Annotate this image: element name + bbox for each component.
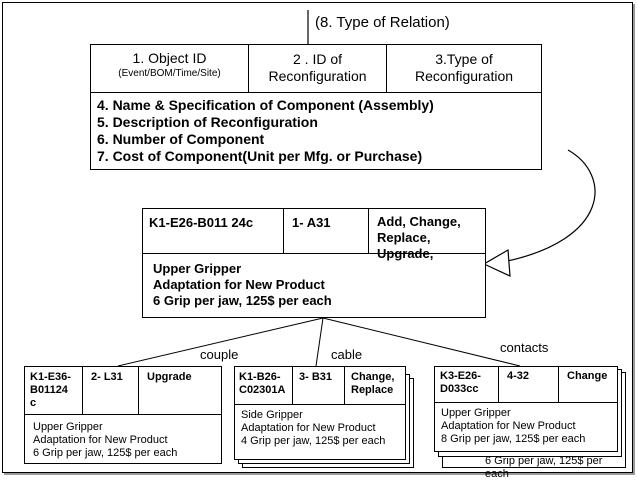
reconf-type-cell: Add, Change, Replace, Upgrade, <box>369 209 485 261</box>
component-box-cable: K1-B26- C02301A 3- B31 Change, Replace S… <box>234 366 406 460</box>
reconf-type-cell: Change <box>559 367 617 403</box>
spec-item: 7. Cost of Component(Unit per Mfg. or Pu… <box>97 148 423 164</box>
reconf-type-line2: Replace, Upgrade, <box>377 230 434 261</box>
reconf-id-cell: 1- A31 <box>284 209 369 254</box>
relation-type-label: (8. Type of Relation) <box>315 14 450 31</box>
component-id-line1: K1-E36- <box>30 371 71 383</box>
spec-item: 6. Number of Component <box>97 131 265 147</box>
stack-tail-text: 6 Grip per jaw, 125$ per each <box>485 455 603 480</box>
description-line: 4 Grip per jaw, 125$ per each <box>241 435 386 447</box>
component-id-cell: K1-B26- C02301A <box>235 367 293 405</box>
description-line: Adaptation for New Product <box>33 434 168 446</box>
component-box-main: K1-E26-B011 24c 1- A31 Add, Change, Repl… <box>142 208 486 318</box>
description-line: 6 Grip per jaw, 125$ per each <box>33 447 178 459</box>
description-line: Upper Gripper <box>153 261 242 276</box>
component-description: Side Gripper Adaptation for New Product … <box>241 409 385 448</box>
reconf-id: 4-32 <box>507 370 530 382</box>
component-box-contacts: K3-E26- D033cc 4-32 Change Upper Gripper… <box>434 366 618 452</box>
branch-line-left <box>117 317 324 367</box>
schema-box: 1. Object ID (Event/BOM/Time/Site) 2 . I… <box>90 44 542 170</box>
arrow-head-icon <box>482 248 511 277</box>
relation-label-cable: cable <box>331 347 363 362</box>
reconfiguration-type-line1: 3.Type of <box>435 51 493 67</box>
relation-label-couple: couple <box>200 347 239 362</box>
reconf-id: 2- L31 <box>91 371 123 383</box>
reconf-id-cell: 4-32 <box>499 367 559 403</box>
reconfiguration-id-line2: Reconfiguration <box>268 68 367 84</box>
reconfiguration-id-header: 2 . ID of Reconfiguration <box>249 45 387 93</box>
component-id-cell: K1-E26-B011 24c <box>143 209 284 254</box>
description-line: Side Gripper <box>241 409 303 421</box>
component-id-line2: C02301A <box>239 384 286 396</box>
component-description: Upper Gripper Adaptation for New Product… <box>153 261 332 309</box>
component-id-cell: K3-E26- D033cc <box>435 367 499 403</box>
reconf-id: 1- A31 <box>292 215 331 230</box>
object-id-title: 1. Object ID <box>132 50 207 66</box>
component-id: K1-E26-B011 24c <box>149 215 254 230</box>
reconf-type-line2: Replace <box>351 384 394 396</box>
component-description: Upper Gripper Adaptation for New Product… <box>441 407 585 446</box>
component-id-line2: D033cc <box>440 383 479 395</box>
description-line: Adaptation for New Product <box>241 422 376 434</box>
spec-item: 5. Description of Reconfiguration <box>97 114 318 130</box>
component-box-couple: K1-E36- B01124 c 2- L31 Upgrade Upper Gr… <box>24 366 222 464</box>
curved-arrow <box>502 149 596 263</box>
spec-item: 4. Name & Specification of Component (As… <box>97 97 434 113</box>
branch-line-right <box>322 317 521 367</box>
component-id-cell: K1-E36- B01124 c <box>25 367 83 415</box>
reconf-type-line1: Change <box>567 370 608 382</box>
component-description: Upper Gripper Adaptation for New Product… <box>33 421 177 460</box>
component-id-line2: B01124 <box>30 384 68 396</box>
reconf-id-cell: 2- L31 <box>83 367 139 415</box>
object-id-subtitle: (Event/BOM/Time/Site) <box>118 68 221 79</box>
description-line: Adaptation for New Product <box>153 277 325 292</box>
reconfiguration-type-header: 3.Type of Reconfiguration <box>387 45 541 93</box>
reconf-type-line1: Add, Change, <box>377 214 461 229</box>
branch-line-center <box>315 317 324 367</box>
description-line: 8 Grip per jaw, 125$ per each <box>441 433 586 445</box>
description-line: Upper Gripper <box>33 421 103 433</box>
component-id-line1: K3-E26- <box>440 370 481 382</box>
reconf-type-cell: Change, Replace <box>345 367 405 405</box>
object-id-header: 1. Object ID (Event/BOM/Time/Site) <box>91 45 249 93</box>
description-line: Adaptation for New Product <box>441 420 576 432</box>
reconf-type-line1: Upgrade <box>147 371 192 383</box>
reconf-type-line1: Change, <box>351 371 395 383</box>
component-id-line1: K1-B26- <box>239 371 281 383</box>
reconf-id: 3- B31 <box>299 371 333 383</box>
reconf-type-cell: Upgrade <box>139 367 221 415</box>
reconfiguration-id-line1: 2 . ID of <box>292 51 343 67</box>
relation-label-contacts: contacts <box>500 340 549 355</box>
reconf-id-cell: 3- B31 <box>293 367 345 405</box>
reconfiguration-type-line2: Reconfiguration <box>414 68 514 84</box>
component-id-line3: c <box>30 397 37 409</box>
description-line: 6 Grip per jaw, 125$ per each <box>153 293 332 308</box>
specification-list: 4. Name & Specification of Component (As… <box>97 97 434 165</box>
description-line: Upper Gripper <box>441 407 511 419</box>
